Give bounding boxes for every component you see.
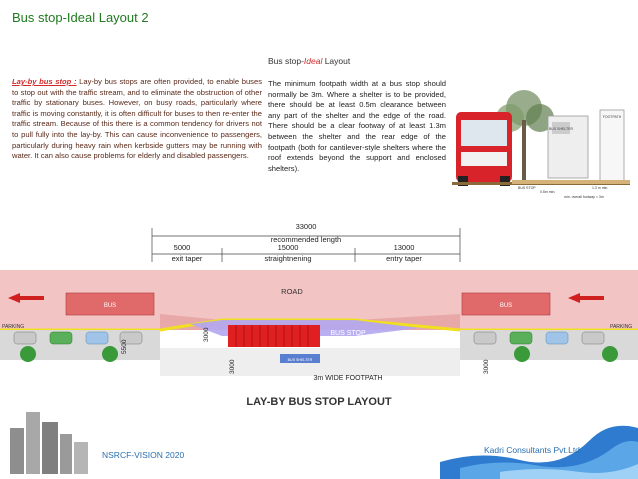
dim-seg1-label: exit taper [172,254,203,263]
dim-seg1: 5000 [174,243,191,252]
bus-stop-label: BUS STOP [330,330,366,337]
layby-layout-drawing: 33000 recommended length 5000 exit taper… [0,222,638,382]
bus-left [65,292,155,316]
dim-5500: 5500 [121,339,128,354]
ideal-layout-heading: Bus stop-Ideal Layout [268,56,350,66]
sketch-bus-stop-label: BUS STOP [518,186,536,190]
sketch-footpath-label: FOOTPATH [603,115,622,119]
tree-illustration [496,90,554,180]
footer-right-text: Kadri Consultants Pvt.Ltd. [484,445,583,455]
page-title: Bus stop-Ideal Layout 2 [12,10,149,25]
sketch-shelter-label: BUS SHELTER [549,127,574,131]
bus-stop-red-area [228,325,320,347]
sketch-clearance-label: 0.5m min. [540,190,555,194]
bus-shelter [280,354,320,363]
trees [20,346,618,362]
dim-seg3-label: entry taper [386,254,422,263]
buildings-illustration [10,412,88,474]
heading-part-1: Bus stop- [268,56,304,66]
dim-3000-b: 3000 [229,359,236,374]
sketch-footway [512,180,630,184]
bus-right [461,292,551,316]
traffic-arrows [8,293,604,303]
dim-seg3: 13000 [394,243,415,252]
bus-shelter-label: BUS SHELTER [288,358,313,362]
parking-right-label: PARKING [610,324,632,330]
dim-3000-a: 3000 [203,327,210,342]
parking-left-label: PARKING [2,324,24,330]
parked-cars [13,331,605,345]
bus-stop-sketch: BUS SHELTER FOOTPATH BUS STOP 1.3 m min.… [452,90,630,200]
layby-layout-title: LAY-BY BUS STOP LAYOUT [246,396,392,408]
dim-total: 33000 [296,222,317,231]
layby-description: Lay-by bus stop : Lay-by bus stops are o… [12,77,262,162]
layby-body: Lay-by bus stops are often provided, to … [12,77,262,161]
dim-total-label: recommended length [271,235,341,244]
dimension-lines [151,228,461,262]
bus-stop-hatch [235,325,309,347]
heading-part-3: Layout [322,56,351,66]
sketch-clear-label: 1.3 m min. [592,186,608,190]
dim-seg2-label: straightnening [264,254,311,263]
bus-right-label: BUS [500,303,512,309]
layby-lead: Lay-by bus stop : [12,77,77,86]
bus-left-label: BUS [104,303,116,309]
dim-seg2: 15000 [278,243,299,252]
footer-left-text: NSRCF-VISION 2020 [102,450,185,460]
ideal-layout-description: The minimum footpath width at a bus stop… [268,79,446,173]
wave-logo [440,425,638,479]
footpath-label: 3m WIDE FOOTPATH [314,375,383,382]
bus-front-illustration [456,112,512,186]
sketch-overall-label: min. overall footway = 3m [564,195,604,199]
dim-3000-c: 3000 [483,359,490,374]
shelter-illustration: BUS SHELTER FOOTPATH [547,109,625,183]
road-label: ROAD [281,287,303,296]
heading-part-2: Ideal [303,56,323,66]
